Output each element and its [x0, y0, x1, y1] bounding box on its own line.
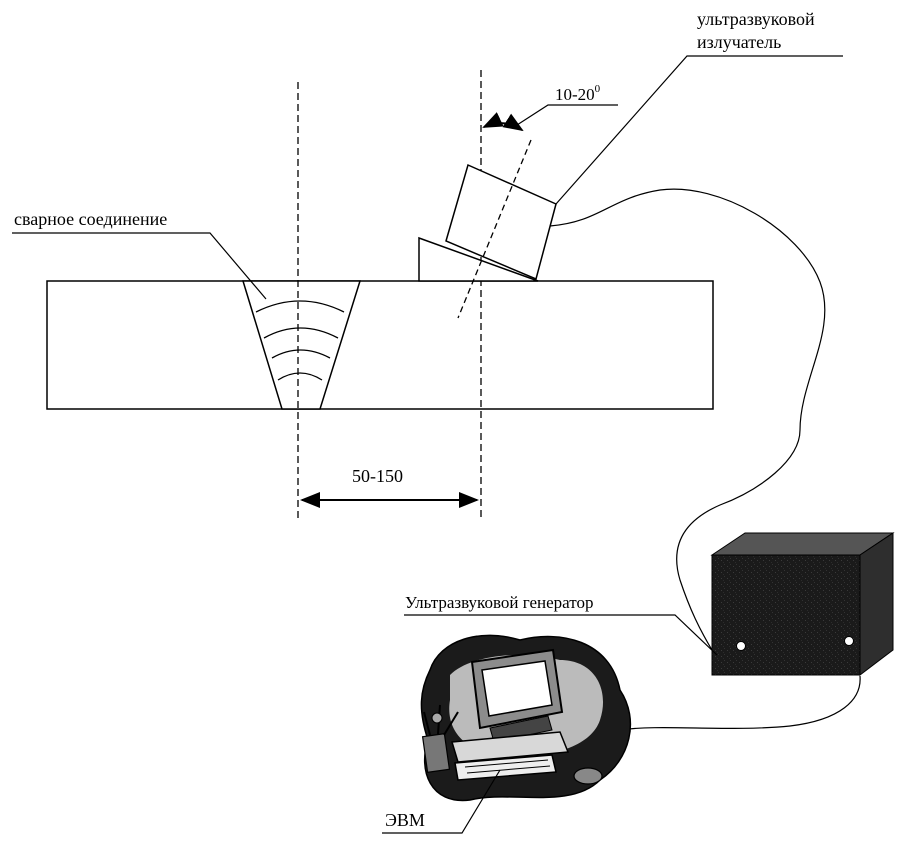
- emitter-leader-line: [555, 55, 843, 205]
- emitter-label-line2: излучатель: [697, 32, 781, 52]
- probe-wedge: [418, 236, 539, 282]
- angle-label: 10-200: [555, 83, 601, 104]
- beam-axis-dashed-line: [457, 139, 532, 319]
- generator-label: Ультразвуковой генератор: [405, 593, 593, 612]
- generator-port-right: [844, 636, 854, 646]
- ultrasonic-generator-icon: [710, 532, 895, 677]
- computer-icon: [420, 634, 632, 802]
- ultrasonic-emitter-icon: [445, 163, 557, 281]
- emitter-cable: [549, 188, 826, 651]
- angle-leader-line: [516, 104, 618, 126]
- weld-wave-lines: [255, 300, 345, 381]
- weld-leader-line: [12, 232, 267, 300]
- weld-label: сварное соединение: [14, 209, 167, 229]
- generator-port-left: [736, 641, 746, 651]
- emitter-label-line1: ультразвуковой: [697, 9, 815, 29]
- steel-plate: [46, 280, 714, 410]
- weld-groove: [241, 280, 362, 410]
- computer-leader-line: [382, 769, 501, 834]
- computer-label: ЭВМ: [385, 810, 425, 830]
- distance-label: 50-150: [352, 466, 403, 486]
- angle-arrow: [482, 112, 524, 132]
- generator-leader-line: [404, 614, 718, 656]
- computer-cable: [619, 675, 861, 731]
